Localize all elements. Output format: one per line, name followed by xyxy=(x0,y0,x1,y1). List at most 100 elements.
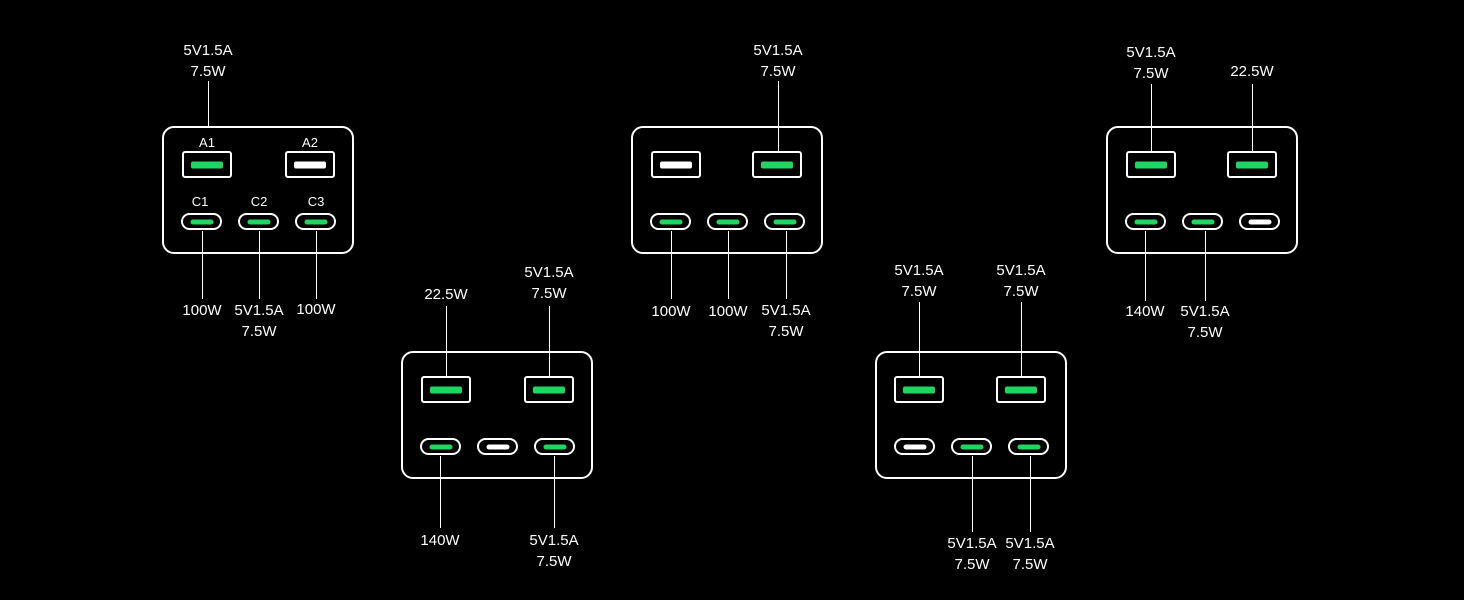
output-label-c1: 140W xyxy=(1125,303,1165,320)
port-indicator xyxy=(903,444,926,449)
charger-body xyxy=(1106,126,1298,254)
output-label-a1: 5V1.5A 7.5W xyxy=(183,42,233,80)
usb-a-port-a1 xyxy=(651,151,701,178)
port-indicator xyxy=(1134,219,1157,224)
leader-line xyxy=(728,231,729,299)
output-label-a1: 5V1.5A 7.5W xyxy=(894,262,944,300)
usb-a-port-a2 xyxy=(524,376,574,403)
port-indicator xyxy=(191,161,223,168)
leader-line xyxy=(919,302,920,377)
output-label-c1: 100W xyxy=(651,303,691,320)
charger-diagram-4 xyxy=(875,351,1067,479)
usb-c-port-c1 xyxy=(181,213,222,230)
usb-c-port-c1 xyxy=(650,213,691,230)
output-label-c1: 100W xyxy=(182,302,222,319)
usb-a-port-a1 xyxy=(1126,151,1176,178)
leader-line xyxy=(1145,231,1146,301)
leader-line xyxy=(440,456,441,528)
usb-c-port-c3 xyxy=(295,213,336,230)
port-indicator xyxy=(533,386,565,393)
output-label-a2: 5V1.5A 7.5W xyxy=(524,264,574,302)
usb-a-port-a2 xyxy=(1227,151,1277,178)
port-id-c2: C2 xyxy=(250,194,268,209)
usb-c-port-c3 xyxy=(764,213,805,230)
usb-c-port-c3 xyxy=(534,438,575,455)
usb-c-port-c2 xyxy=(1182,213,1223,230)
port-indicator xyxy=(903,386,935,393)
usb-a-port-a2 xyxy=(996,376,1046,403)
port-indicator xyxy=(247,219,270,224)
port-indicator xyxy=(430,386,462,393)
output-label-c3: 5V1.5A 7.5W xyxy=(1005,535,1055,573)
output-label-c2: 100W xyxy=(708,303,748,320)
charger-diagram-3 xyxy=(631,126,823,254)
charger-diagram-5 xyxy=(1106,126,1298,254)
output-label-a1: 22.5W xyxy=(424,286,468,303)
output-label-a1: 5V1.5A 7.5W xyxy=(1126,44,1176,82)
output-label-a2: 5V1.5A 7.5W xyxy=(753,42,803,80)
port-indicator xyxy=(1017,444,1040,449)
leader-line xyxy=(972,456,973,532)
leader-line xyxy=(786,231,787,299)
leader-line xyxy=(202,231,203,299)
usb-c-port-c2 xyxy=(951,438,992,455)
charger-diagram-1: A1 A2 C1 C2 C3 xyxy=(162,126,354,254)
leader-line xyxy=(259,231,260,299)
port-indicator xyxy=(1236,161,1268,168)
leader-line xyxy=(316,231,317,299)
usb-c-port-c2 xyxy=(238,213,279,230)
port-indicator xyxy=(294,161,326,168)
usb-c-port-c1 xyxy=(420,438,461,455)
output-label-c2: 5V1.5A 7.5W xyxy=(234,302,284,340)
port-indicator xyxy=(1248,219,1271,224)
usb-c-port-c2 xyxy=(707,213,748,230)
leader-line xyxy=(208,81,209,127)
usb-c-port-c1 xyxy=(894,438,935,455)
usb-c-port-c2 xyxy=(477,438,518,455)
leader-line xyxy=(1205,231,1206,301)
output-label-c1: 140W xyxy=(420,532,460,549)
leader-line xyxy=(671,231,672,299)
charger-body xyxy=(162,126,354,254)
output-label-c3: 5V1.5A 7.5W xyxy=(761,302,811,340)
port-id-c3: C3 xyxy=(307,194,325,209)
output-label-c2: 5V1.5A 7.5W xyxy=(947,535,997,573)
port-indicator xyxy=(660,161,692,168)
port-indicator xyxy=(304,219,327,224)
usb-a-port-a2 xyxy=(285,151,335,178)
output-label-c2: 5V1.5A 7.5W xyxy=(1180,303,1230,341)
port-id-a1: A1 xyxy=(199,135,215,150)
usb-c-port-c3 xyxy=(1239,213,1280,230)
port-indicator xyxy=(960,444,983,449)
port-id-a2: A2 xyxy=(302,135,318,150)
port-id-c1: C1 xyxy=(191,194,209,209)
leader-line xyxy=(1252,84,1253,151)
output-label-a2: 5V1.5A 7.5W xyxy=(996,262,1046,300)
usb-c-port-c1 xyxy=(1125,213,1166,230)
port-indicator xyxy=(716,219,739,224)
charger-body xyxy=(401,351,593,479)
port-indicator xyxy=(659,219,682,224)
charger-body xyxy=(631,126,823,254)
leader-line xyxy=(554,456,555,528)
port-indicator xyxy=(429,444,452,449)
usb-a-port-a1 xyxy=(894,376,944,403)
port-indicator xyxy=(1005,386,1037,393)
leader-line xyxy=(778,81,779,151)
port-indicator xyxy=(1135,161,1167,168)
port-indicator xyxy=(1191,219,1214,224)
leader-line xyxy=(446,306,447,377)
usb-c-port-c3 xyxy=(1008,438,1049,455)
leader-line xyxy=(549,306,550,377)
leader-line xyxy=(1021,302,1022,377)
output-label-c3: 100W xyxy=(296,301,336,318)
usb-a-port-a1 xyxy=(182,151,232,178)
port-indicator xyxy=(761,161,793,168)
charger-body xyxy=(875,351,1067,479)
output-label-a2: 22.5W xyxy=(1230,63,1274,80)
output-label-c3: 5V1.5A 7.5W xyxy=(529,532,579,570)
port-indicator xyxy=(543,444,566,449)
leader-line xyxy=(1030,456,1031,532)
port-indicator xyxy=(190,219,213,224)
port-indicator xyxy=(773,219,796,224)
